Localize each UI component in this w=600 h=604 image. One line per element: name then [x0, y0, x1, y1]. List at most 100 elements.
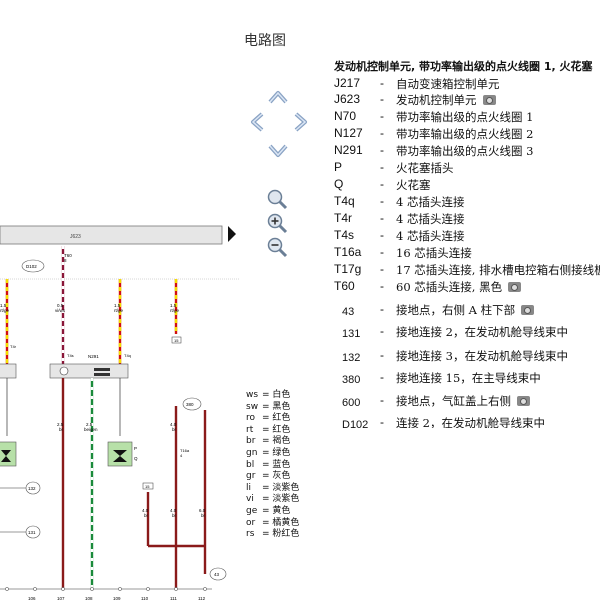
- legend-dash: -: [380, 109, 384, 123]
- color-code: rs: [246, 529, 255, 540]
- ground-43-label: 43: [214, 572, 220, 577]
- wire-size: 0.5: [57, 303, 64, 308]
- t4-label: T4q: [124, 353, 131, 358]
- coil-letter-q: Q: [134, 456, 138, 461]
- arrow-up-icon[interactable]: [267, 86, 289, 108]
- legend-desc-text: 接地连接 15，在主导线束中: [396, 371, 541, 385]
- legend-item: J217-自动变速箱控制单元: [334, 76, 600, 91]
- color-name: 粉红色: [272, 529, 300, 540]
- zoom-fit-icon[interactable]: [266, 188, 288, 210]
- connector-box: [171, 336, 182, 344]
- color-name: 红色: [272, 413, 291, 424]
- camera-icon[interactable]: [517, 396, 530, 406]
- ground-131-label: 131: [28, 530, 36, 535]
- zoom-in-icon[interactable]: [266, 212, 288, 234]
- wire-size: 4.0: [170, 422, 177, 427]
- camera-icon[interactable]: [482, 95, 496, 105]
- page-number: 107: [57, 596, 65, 601]
- equals-sign: =: [262, 436, 273, 447]
- color-name: 绿色: [272, 447, 291, 458]
- bar-label: J623: [70, 234, 81, 240]
- color-code: ws: [246, 390, 259, 400]
- wire-size: 1.5: [170, 303, 177, 308]
- legend-desc: 60 芯插头连接, 黑色: [396, 279, 522, 295]
- legend-dash: -: [380, 160, 384, 174]
- legend-code: N291: [334, 143, 363, 157]
- legend-desc-text: 60 芯插头连接, 黑色: [396, 280, 503, 294]
- legend-dash: -: [380, 262, 384, 276]
- legend-desc: 接地连接 3，在发动机舱导线束中: [396, 348, 568, 364]
- t16a-label: T16a: [180, 448, 190, 453]
- legend-item: T4r-4 芯插头连接: [334, 211, 600, 227]
- color-code: vi: [246, 494, 254, 505]
- legend-dash: -: [380, 324, 384, 338]
- legend-item: N70-带功率输出级的点火线圈 1: [334, 109, 600, 125]
- legend-item: J623-发动机控制单元: [334, 92, 600, 107]
- equals-sign: =: [262, 529, 273, 540]
- wire-color: br: [172, 427, 177, 432]
- arrow-left-icon[interactable]: [246, 111, 268, 133]
- wire-color: br: [172, 513, 177, 518]
- legend-code: J623: [334, 92, 361, 106]
- legend-desc: 接地连接 2，在发动机舱导线束中: [396, 324, 568, 340]
- legend-item: 131-接地连接 2，在发动机舱导线束中: [334, 324, 600, 340]
- arrow-right-icon[interactable]: [290, 111, 312, 133]
- color-name: 橘黄色: [272, 517, 300, 528]
- legend-code: T4q: [334, 194, 355, 208]
- arrow-down-icon[interactable]: [267, 140, 289, 162]
- page-title: 电路图: [244, 33, 286, 49]
- page-number: 111: [170, 596, 177, 601]
- legend-desc-text: 接地点，右侧 A 柱下部: [396, 303, 516, 317]
- wire-size: 6.0: [199, 508, 206, 513]
- wire-size: 1.5: [114, 303, 121, 308]
- equals-sign: =: [262, 401, 273, 412]
- color-code-row: gr= 灰色: [246, 471, 299, 483]
- page-number: 109: [113, 596, 121, 601]
- legend-code: J217: [334, 76, 361, 90]
- spark-plug-1: [0, 441, 17, 467]
- legend-desc-text: 火花塞插头: [396, 161, 454, 175]
- legend-desc: 4 芯插头连接: [396, 194, 464, 210]
- legend-item: Q-火花塞: [334, 177, 600, 193]
- legend-desc: 火花塞插头: [396, 160, 454, 176]
- equals-sign: =: [262, 459, 273, 470]
- coil-letter-p: P: [134, 446, 137, 451]
- color-name: 白色: [272, 390, 291, 400]
- legend-desc: 4 芯插头连接: [396, 211, 464, 227]
- color-name: 淡紫色: [272, 482, 300, 493]
- legend-dash: -: [380, 348, 384, 362]
- color-code-row: ro= 红色: [246, 413, 299, 425]
- legend-item: 380-接地连接 15，在主导线束中: [334, 370, 600, 386]
- t60-pin: 8: [64, 258, 67, 263]
- legend-code: T60: [334, 279, 355, 293]
- legend-dash: -: [380, 245, 384, 259]
- component-legend: 发动机控制单元, 带功率输出级的点火线圈 1, 火花塞 J217-自动变速箱控制…: [334, 58, 600, 428]
- control-unit-bar: [0, 225, 223, 245]
- legend-code: P: [334, 160, 343, 174]
- camera-icon[interactable]: [508, 282, 522, 292]
- legend-dash: -: [380, 302, 384, 316]
- zoom-out-icon[interactable]: [266, 236, 288, 258]
- wiring-diagram[interactable]: J623 T60 8 D102 1.5 rt/ge 0.5 vi/ws 1.5 …: [0, 216, 240, 604]
- legend-desc: 火花塞: [396, 177, 431, 193]
- next-page-arrow-icon[interactable]: [228, 226, 236, 242]
- legend-desc: 接地点，右侧 A 柱下部: [396, 302, 535, 318]
- camera-icon[interactable]: [521, 305, 535, 315]
- legend-desc: 带功率输出级的点火线圈 1: [396, 109, 533, 125]
- legend-dash: -: [380, 177, 384, 191]
- wire-size: 4.0: [142, 508, 149, 513]
- wire-size: 4.0: [170, 508, 177, 513]
- legend-desc-text: 带功率输出级的点火线圈 1: [396, 110, 534, 124]
- legend-dash: -: [380, 415, 384, 428]
- legend-title: 发动机控制单元, 带功率输出级的点火线圈 1, 火花塞: [334, 60, 593, 73]
- equals-sign: =: [262, 413, 273, 424]
- legend-item: D102-连接 2，在发动机舱导线束中: [334, 415, 600, 428]
- color-code: rt: [246, 424, 254, 435]
- color-code: ge: [246, 505, 258, 516]
- legend-item: P -火花塞插头: [334, 160, 600, 176]
- legend-code: T16a: [334, 245, 362, 259]
- equals-sign: =: [262, 505, 273, 516]
- page-number: 110: [141, 596, 149, 601]
- color-code-row: sw= 黑色: [246, 402, 299, 414]
